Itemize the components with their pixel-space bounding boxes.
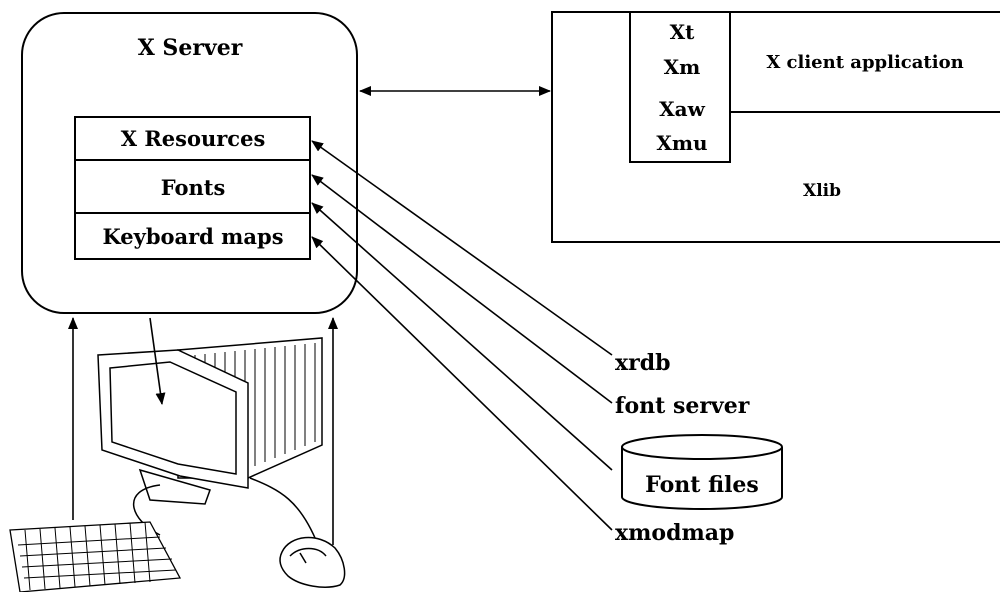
client-box: Xt Xm Xaw Xmu X client application Xlib [551,11,1000,243]
font-files-cylinder: Font files [621,434,783,510]
xlib-label: Xlib [803,181,841,201]
fonts-label: Fonts [161,175,226,200]
xmodmap-label: xmodmap [615,520,734,546]
xrdb-arrow [311,140,613,356]
x-resources-label: X Resources [121,126,266,151]
monitor-to-server-arrow [149,317,166,405]
font-files-label: Font files [645,472,759,498]
x-server-title: X Server [138,35,243,61]
lib-xaw: Xaw [659,97,705,121]
lib-xm: Xm [664,55,701,79]
xrdb-label: xrdb [615,350,670,376]
keyboard-icon [9,521,182,593]
font-files-arrow [311,202,613,471]
toolkit-libs-box [629,11,731,163]
font-server-arrow [311,174,613,404]
server-resources-table: X Resources Fonts Keyboard maps [74,116,311,260]
client-application-label: X client application [766,52,963,73]
lib-xt: Xt [670,20,696,44]
keyboard-maps-label: Keyboard maps [102,224,283,249]
x-server-box [21,12,358,314]
lib-xmu: Xmu [656,131,707,155]
mouse-icon [279,536,346,588]
mouse-cable [249,477,319,546]
font-server-label: font server [615,393,750,419]
xmodmap-arrow [311,236,613,531]
monitor-icon [97,337,323,505]
